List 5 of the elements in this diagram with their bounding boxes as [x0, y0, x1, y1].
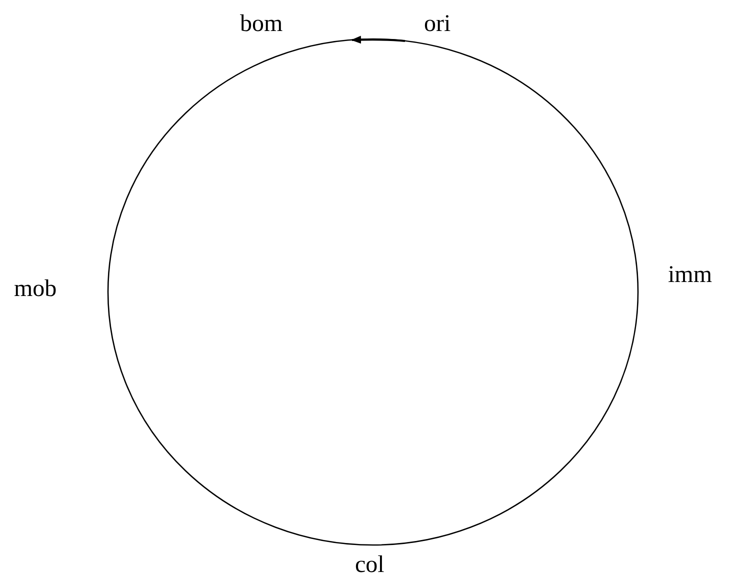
gene-label: imm	[668, 263, 712, 287]
gene-label: mob	[14, 277, 57, 301]
gene-label: bom	[240, 12, 283, 36]
gene-label: ori	[424, 12, 451, 36]
gene-label: col	[355, 553, 384, 577]
